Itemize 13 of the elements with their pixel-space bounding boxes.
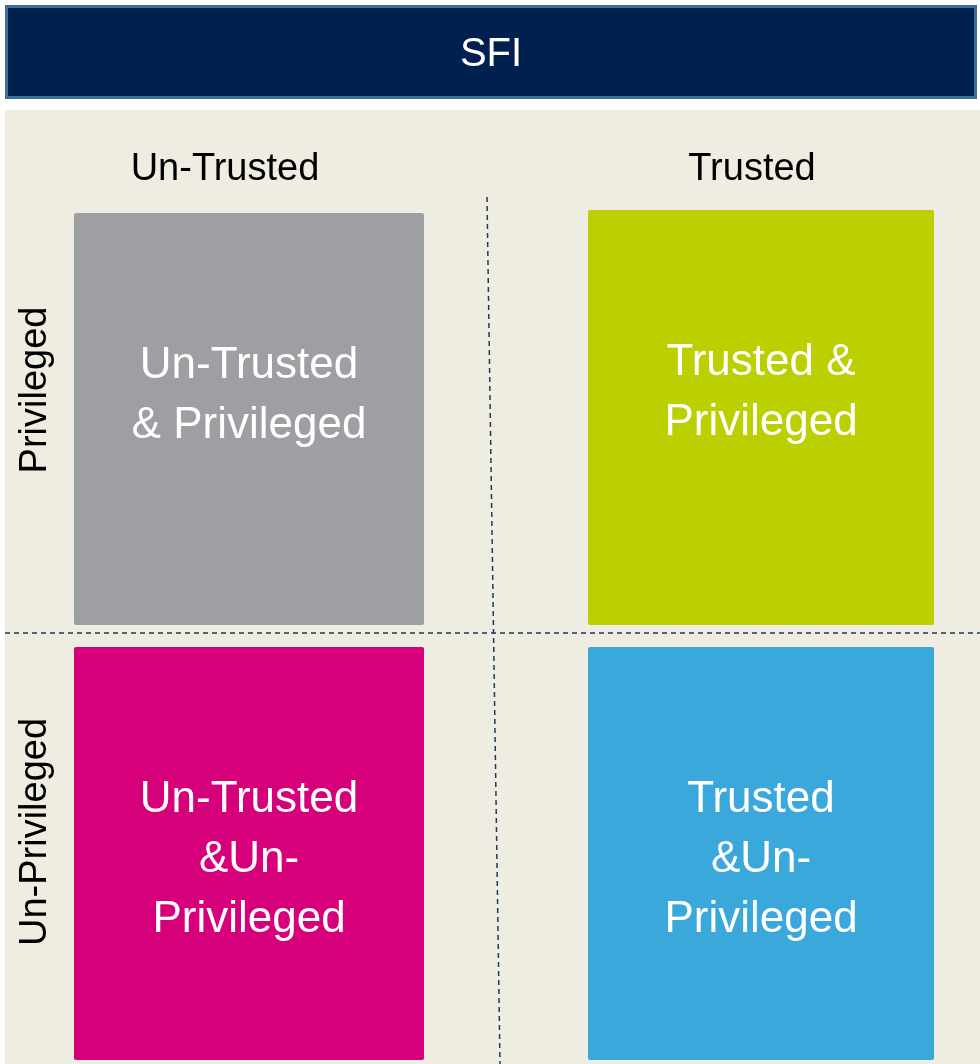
quadrant-label: Trusted &Un-Privileged: [663, 771, 859, 943]
quadrant-label: Un-Trusted &Un-Privileged: [138, 771, 360, 943]
quadrant-label: Un-Trusted & Privileged: [130, 337, 368, 449]
row-header: Privileged: [11, 306, 55, 474]
column-header: Un-Trusted: [130, 145, 320, 189]
quadrant-box: [588, 647, 934, 1060]
quadrant-label: Trusted & Privileged: [663, 334, 859, 446]
title: SFI: [459, 29, 523, 75]
row-header: Un-Privileged: [11, 717, 55, 947]
quadrant-box: [588, 210, 934, 625]
quadrant-box: [74, 647, 424, 1060]
quadrant-box: [74, 213, 424, 625]
column-header: Trusted: [688, 145, 816, 189]
